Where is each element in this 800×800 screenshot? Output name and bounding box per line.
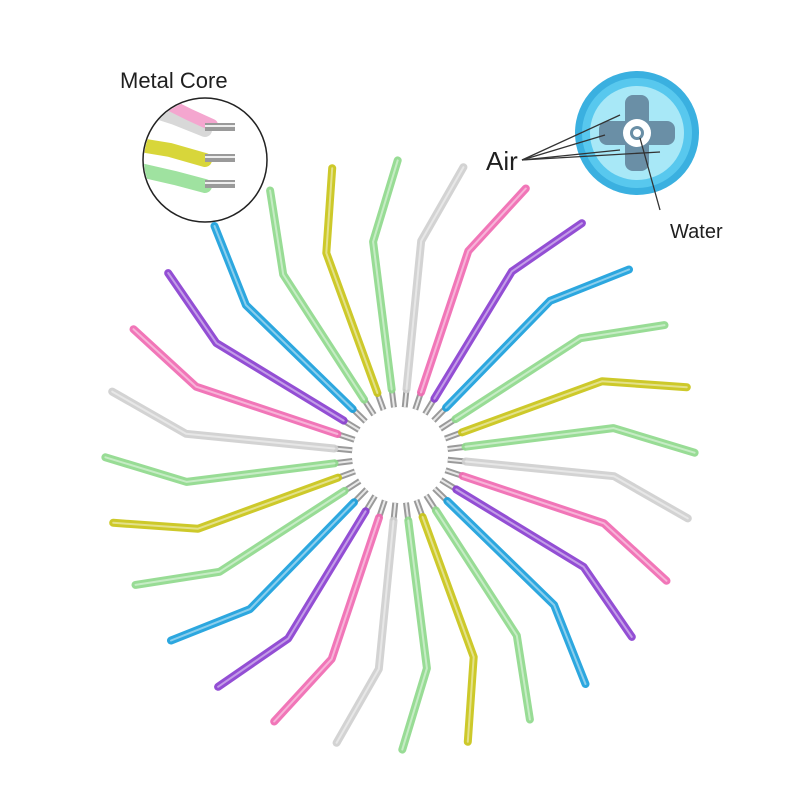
- tip-tube: [443, 497, 590, 688]
- tip-highlight: [433, 222, 583, 400]
- syringe-tip: [108, 387, 353, 454]
- tip-highlight: [461, 475, 668, 582]
- tip-highlight: [461, 380, 688, 434]
- tip-highlight: [104, 456, 336, 483]
- tip-tube: [129, 325, 342, 438]
- tip-highlight: [464, 427, 696, 454]
- tip-highlight: [213, 225, 354, 410]
- syringe-tip: [422, 219, 586, 416]
- syringe-tip: [322, 164, 387, 411]
- syringe-tip: [413, 499, 478, 746]
- tip-highlight: [445, 268, 630, 409]
- tip-tube: [270, 513, 383, 726]
- syringe-tip: [423, 493, 534, 724]
- tip-highlight: [217, 510, 367, 688]
- syringe-tip: [164, 269, 361, 433]
- water-label: Water: [670, 221, 723, 243]
- tip-highlight: [434, 509, 531, 721]
- tip-highlight: [170, 501, 355, 642]
- metal-core-label: Metal Core: [120, 68, 228, 93]
- syringe-tip: [109, 468, 356, 533]
- tip-highlight: [421, 516, 475, 743]
- cross-section-diagram: Air Water: [486, 71, 723, 243]
- tip-highlight: [111, 390, 336, 450]
- tip-tube: [398, 516, 431, 754]
- syringe-tip: [270, 499, 388, 726]
- tip-tube: [461, 424, 699, 457]
- syringe-tip: [129, 325, 356, 443]
- syringe-tip: [266, 186, 377, 417]
- tip-highlight: [132, 328, 339, 435]
- syringe-tip: [398, 502, 431, 754]
- syringe-tip: [447, 424, 699, 457]
- syringe-tip: [447, 456, 692, 523]
- syringe-tip: [101, 453, 353, 486]
- syringe-tips-wheel: [101, 156, 699, 754]
- air-pointer-lines: [521, 114, 661, 161]
- tip-tube: [266, 186, 369, 404]
- tip-highlight: [420, 187, 527, 394]
- tip-tube: [322, 164, 382, 397]
- syringe-tip: [444, 377, 691, 442]
- syringe-tip: [412, 184, 530, 411]
- syringe-tip: [439, 477, 636, 641]
- syringe-tip: [401, 163, 468, 408]
- tip-highlight: [372, 159, 399, 391]
- syringe-tip: [444, 467, 671, 585]
- tip-highlight: [454, 324, 666, 421]
- syringe-tip: [167, 487, 369, 645]
- tip-highlight: [401, 519, 428, 751]
- syringe-tip: [332, 502, 399, 747]
- tip-tube: [461, 457, 692, 523]
- tip-highlight: [455, 488, 633, 638]
- tip-tube: [214, 507, 370, 691]
- tip-tube: [131, 486, 349, 589]
- tip-highlight: [464, 460, 689, 520]
- tip-highlight: [446, 500, 587, 685]
- tip-tube: [108, 387, 339, 453]
- tip-tube: [458, 377, 691, 437]
- tip-tube: [431, 506, 534, 724]
- tip-tube: [109, 473, 342, 533]
- tip-highlight: [112, 476, 339, 530]
- syringe-tip: [131, 478, 362, 589]
- tip-highlight: [134, 489, 346, 586]
- tip-highlight: [167, 272, 345, 422]
- tip-tube: [332, 516, 398, 747]
- syringe-tip: [431, 265, 633, 423]
- tip-tube: [430, 219, 586, 403]
- syringe-tip: [432, 486, 590, 688]
- metal-core-inset: Metal Core: [120, 68, 268, 223]
- tip-tube: [167, 498, 358, 645]
- tip-highlight: [325, 167, 379, 394]
- water-pointer-line: [639, 137, 661, 211]
- tip-tube: [418, 513, 478, 746]
- air-label: Air: [486, 146, 518, 176]
- tip-tube: [458, 472, 671, 585]
- tip-tube: [402, 163, 468, 394]
- syringe-tip: [214, 494, 378, 691]
- tip-tube: [164, 269, 348, 425]
- tip-tube: [101, 453, 339, 486]
- tip-highlight: [405, 166, 465, 391]
- tip-highlight: [273, 516, 380, 723]
- tip-tube: [442, 265, 633, 412]
- tip-tube: [369, 156, 402, 394]
- tip-highlight: [335, 519, 395, 744]
- syringe-tip: [210, 222, 368, 424]
- tip-tube: [210, 222, 357, 413]
- tip-tube: [451, 321, 669, 424]
- tip-tube: [417, 184, 530, 397]
- tip-tube: [452, 485, 636, 641]
- syringe-tip: [369, 156, 402, 408]
- tip-highlight: [269, 189, 366, 401]
- syringe-tip: [438, 321, 669, 432]
